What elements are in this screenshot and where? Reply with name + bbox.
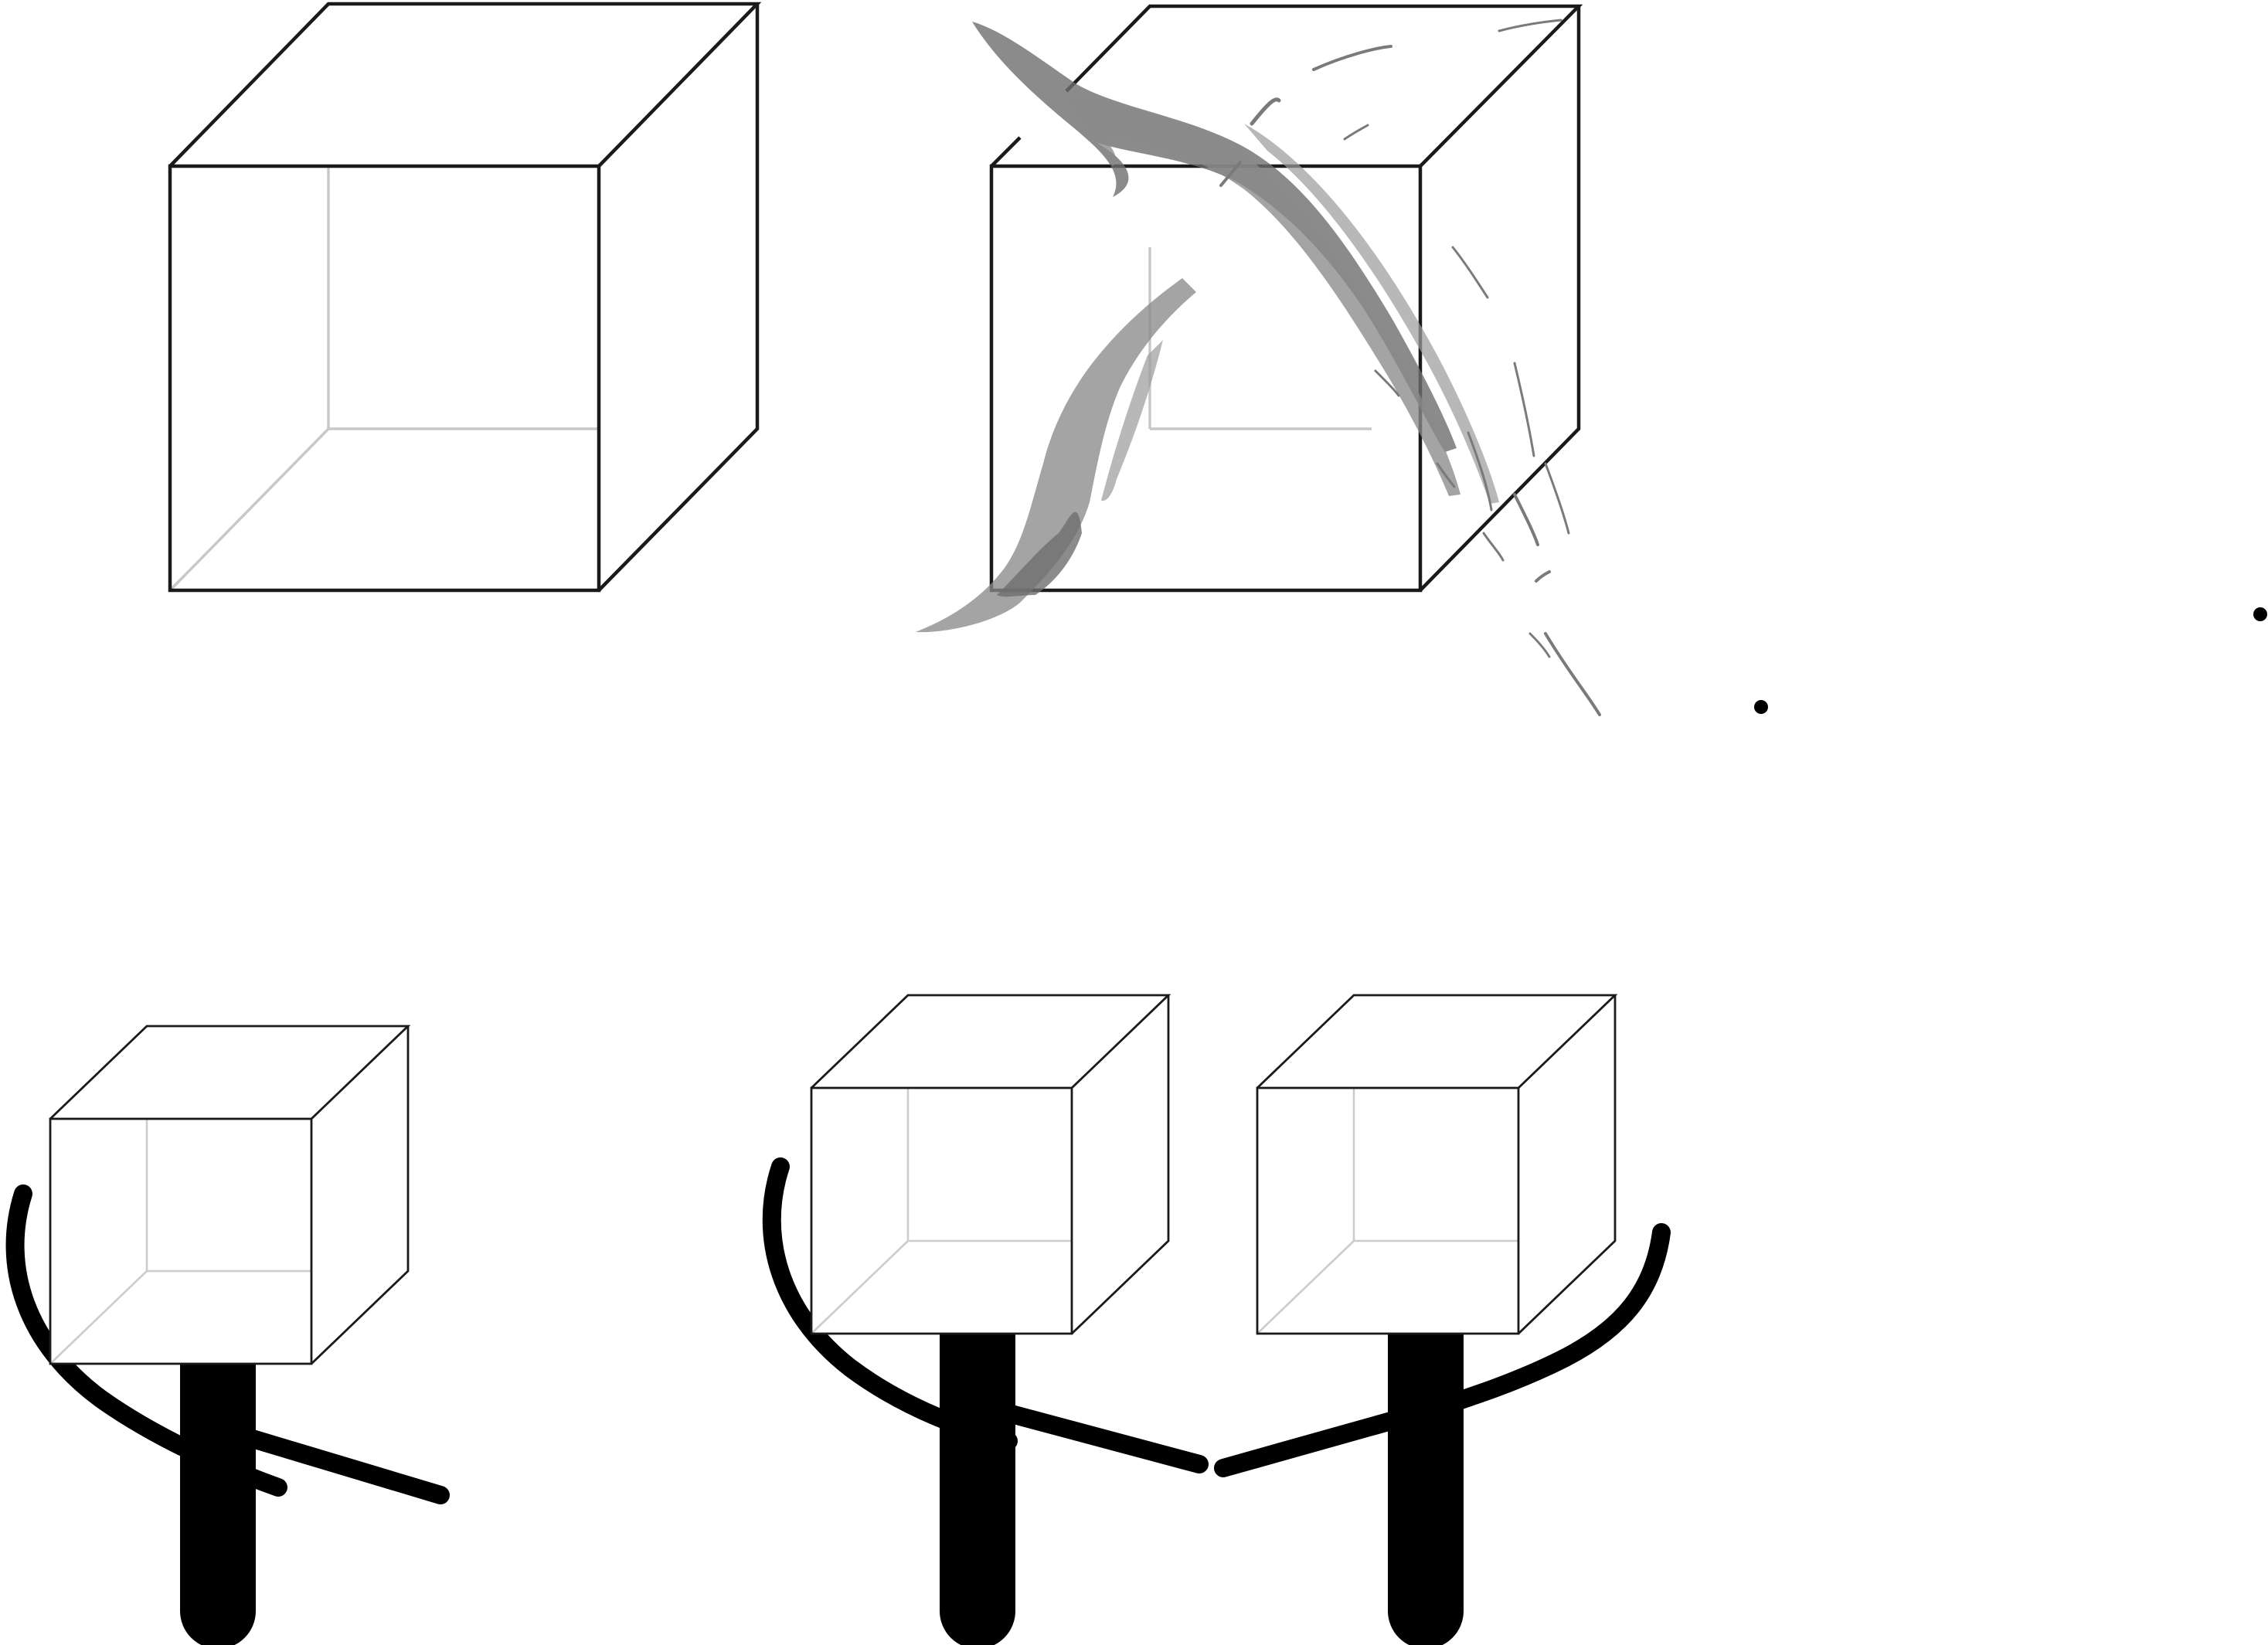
figure-body	[1214, 1223, 1671, 1645]
cube-head	[49, 1025, 411, 1365]
crossed-out-wireframe-cube	[916, 4, 2267, 716]
ink-dots	[1754, 607, 2267, 714]
plain-wireframe-cube	[168, 2, 762, 593]
cube-head	[1256, 994, 1618, 1335]
cube-head-figures-pair	[762, 994, 1671, 1645]
brush-cross-mark	[916, 19, 1601, 716]
figure-right	[1214, 994, 1671, 1645]
figure-left	[762, 994, 1209, 1645]
cube-head	[810, 994, 1171, 1335]
figure-body	[5, 1184, 450, 1645]
figure-body	[762, 1157, 1209, 1645]
hidden-edges	[168, 166, 599, 592]
visible-edges	[168, 2, 762, 593]
cube-head-figure-single	[5, 1025, 450, 1645]
